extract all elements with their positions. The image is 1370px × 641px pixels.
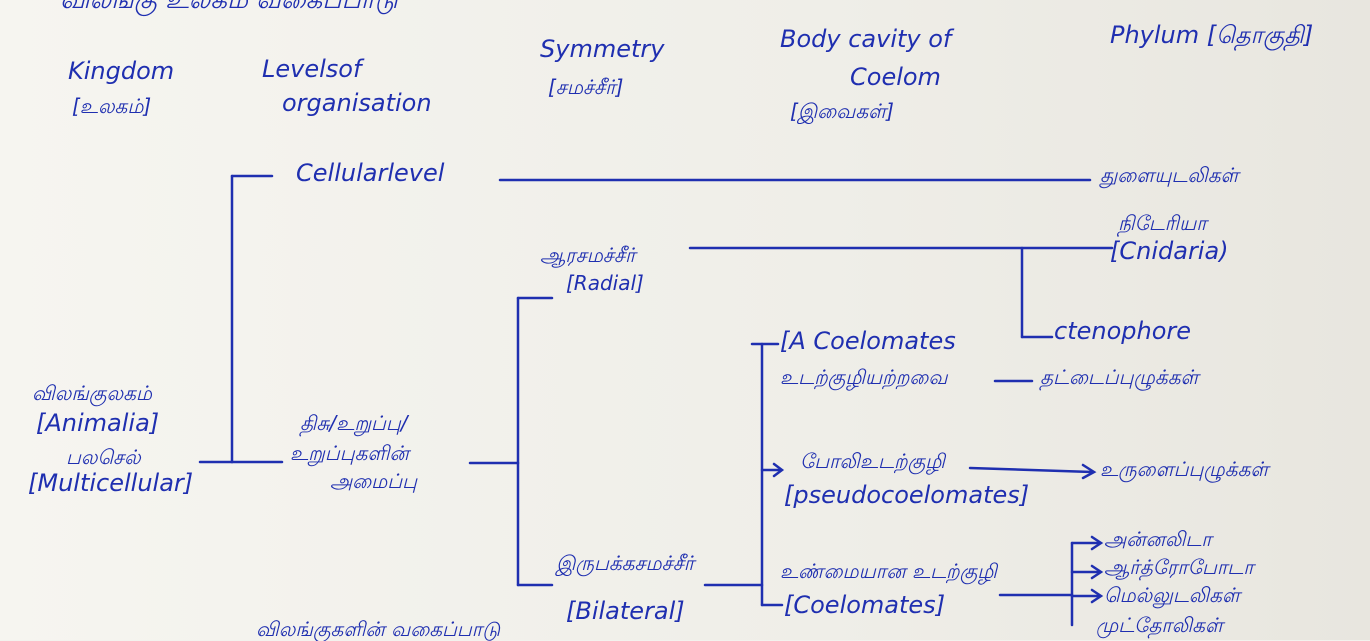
node-arthro-ta: ஆர்த்ரோபோடா — [1104, 555, 1254, 579]
header-body-cavity-2: Coelom — [850, 63, 941, 91]
header-kingdom: Kingdom — [68, 57, 175, 85]
node-multicellular: [Multicellular] — [28, 469, 194, 497]
node-radial-ta: ஆரசமச்சீர் — [540, 243, 636, 267]
node-mollusca-ta: மெல்லுடலிகள் — [1104, 583, 1240, 607]
arrow-arthro — [1090, 564, 1104, 580]
node-cnidaria-ta: நிடேரியா — [1118, 211, 1207, 235]
node-bottom-ta: முட்தோலிகள் — [1096, 613, 1224, 637]
link-aschel — [968, 466, 1094, 474]
node-aschel-ta: உருளைப்புழுக்கள் — [1100, 457, 1269, 481]
node-bilateral: [Bilateral] — [566, 597, 685, 625]
node-radial: [Radial] — [566, 271, 644, 295]
header-levels: Levelsof — [262, 55, 362, 83]
arrow-pseudo — [772, 462, 785, 478]
title-scribble: விலங்கு உலகம் வகைப்பாடு — [60, 0, 398, 15]
node-pseudo: [pseudocoelomates] — [784, 481, 1030, 509]
footer-scribble: விலங்குகளின் வகைப்பாடு — [256, 617, 501, 641]
node-tissue-ta-2: உறுப்புகளின் — [290, 441, 409, 465]
arrow-mollusca — [1090, 588, 1104, 604]
arrow-aschel — [1081, 463, 1097, 480]
node-pseudo-ta: போலிஉடற்குழி — [800, 449, 945, 473]
node-animalia: [Animalia] — [36, 409, 160, 437]
node-ctenophore: ctenophore — [1054, 317, 1192, 345]
node-platy-ta: தட்டைப்புழுக்கள் — [1040, 365, 1199, 389]
node-tissue-ta-1: திசு/உறுப்பு/ — [300, 411, 408, 435]
node-cellular-level: Cellularlevel — [296, 159, 445, 187]
header-levels-2: organisation — [282, 89, 432, 117]
header-body-cavity-ta: [இவைகள்] — [790, 99, 894, 123]
arrow-annelida — [1090, 535, 1104, 551]
node-coelomates-ta: உண்மையான உடற்குழி — [780, 559, 997, 583]
node-cnidaria: [Cnidaria) — [1110, 237, 1229, 265]
header-symmetry-ta: [சமச்சீர்] — [548, 75, 624, 99]
header-symmetry: Symmetry — [540, 35, 665, 63]
header-body-cavity: Body cavity of — [780, 25, 952, 53]
node-porifera-ta: துளையுடலிகள் — [1100, 163, 1239, 187]
node-animalia-ta: விலங்குலகம் — [32, 381, 153, 405]
node-tissue-ta-3: அமைப்பு — [330, 469, 418, 493]
header-phylum: Phylum [தொகுதி] — [1110, 21, 1314, 49]
node-coelomates: [Coelomates] — [784, 591, 946, 619]
node-acoelomates: [A Coelomates — [780, 327, 956, 355]
node-acoelomates-ta: உடற்குழியற்றவை — [780, 365, 948, 389]
node-annelida-ta: அன்னலிடா — [1104, 527, 1212, 551]
node-multicellular-ta: பலசெல் — [66, 445, 141, 469]
node-bilateral-ta: இருபக்கசமச்சீர் — [556, 551, 695, 575]
header-kingdom-ta: [உலகம்] — [72, 94, 152, 118]
